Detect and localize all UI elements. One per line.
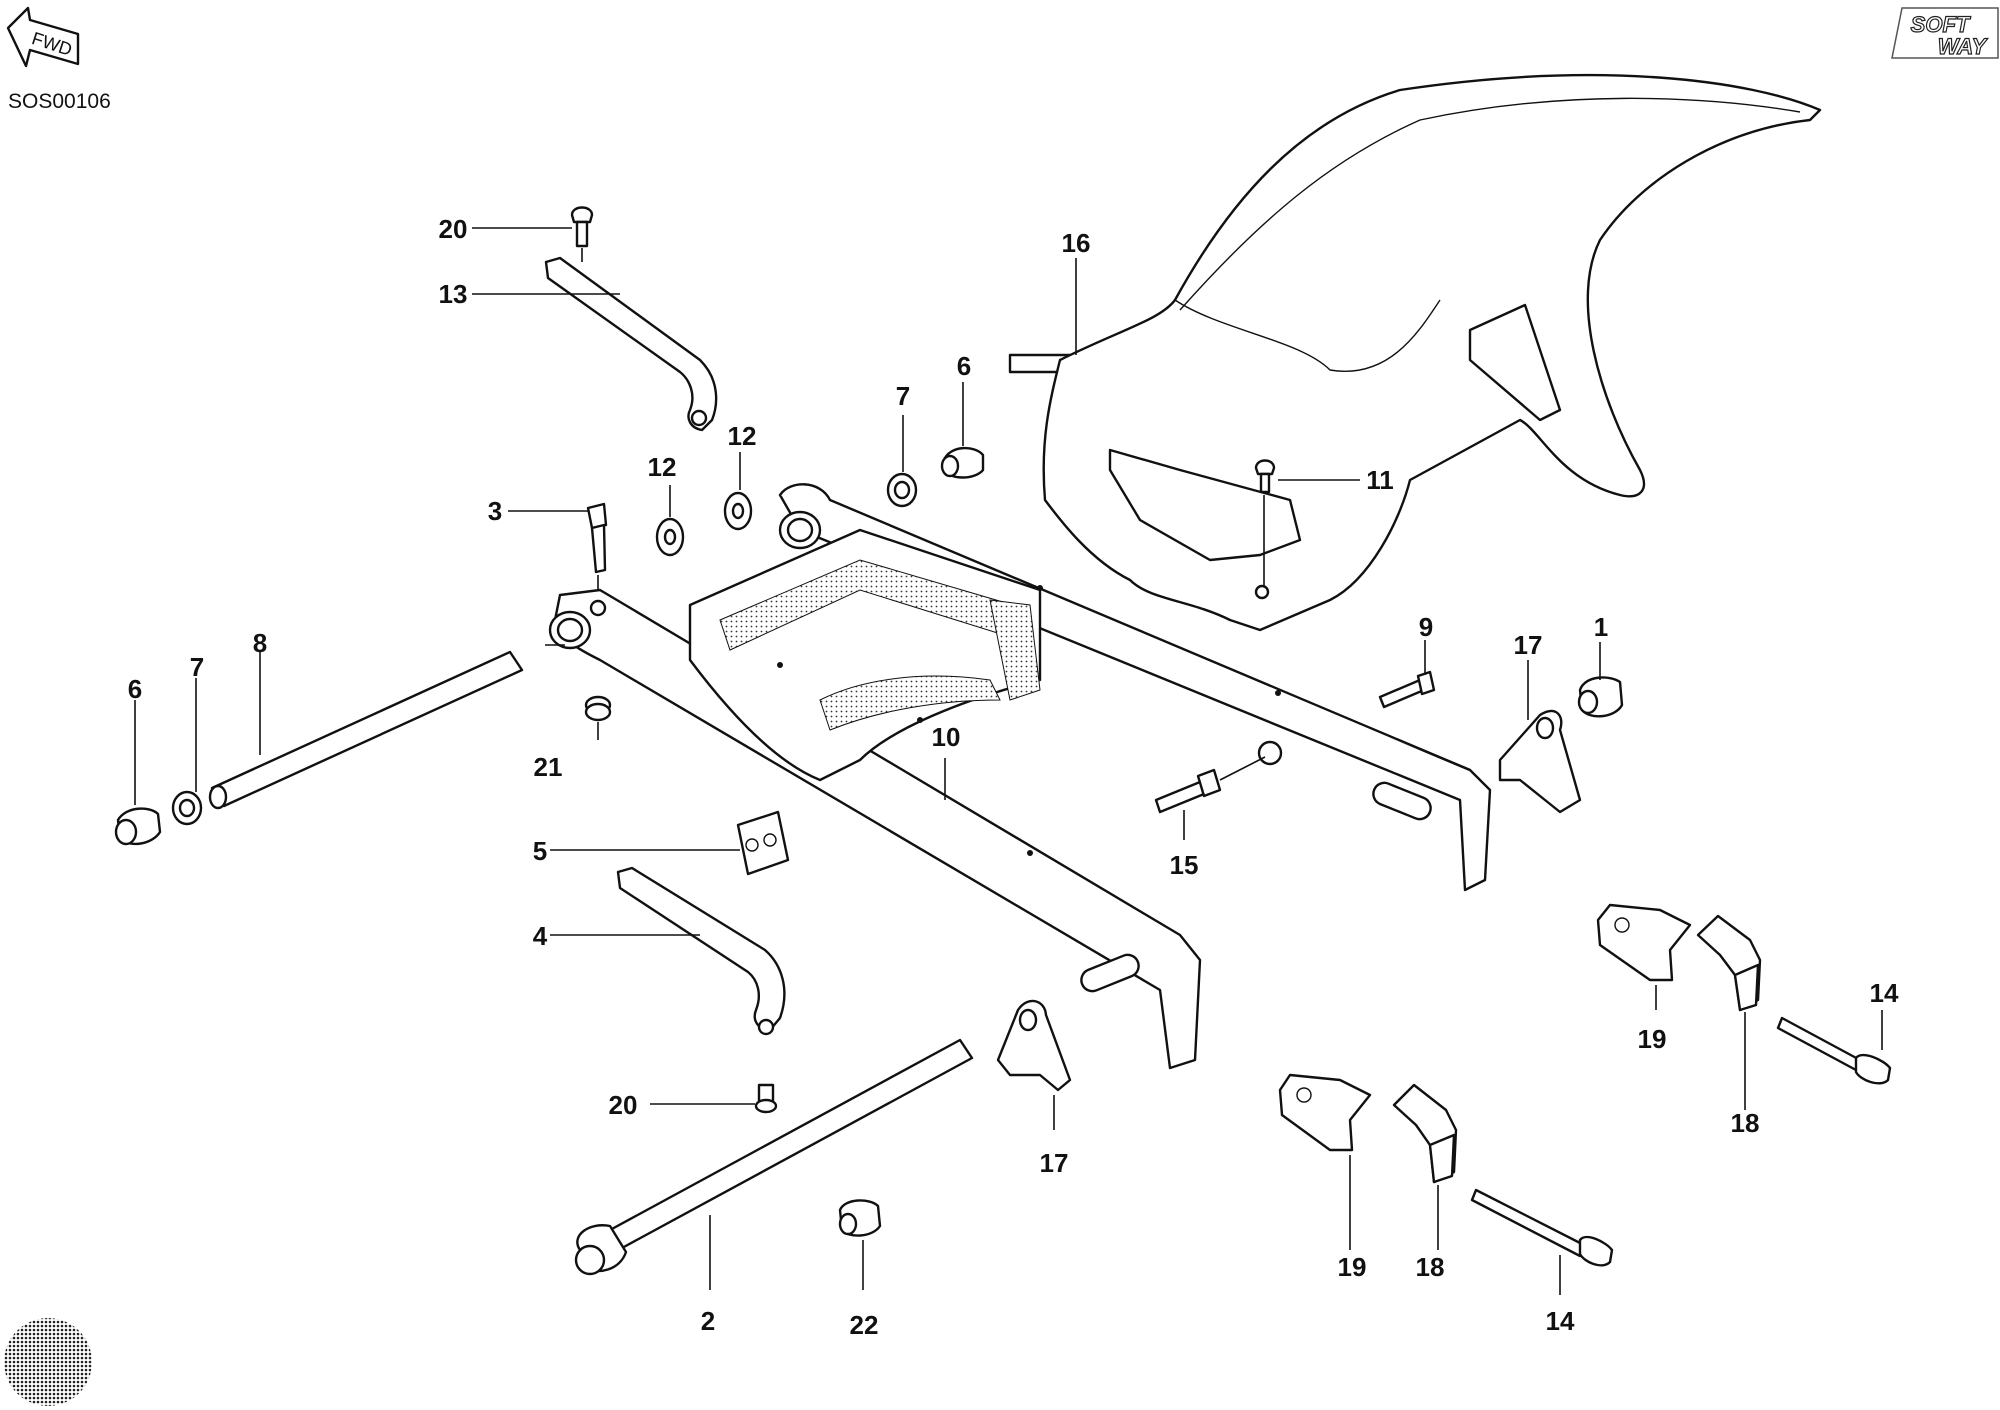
callout-18-right: 18 [1731,1108,1760,1138]
part-21-bushing [584,695,612,722]
callout-12-right: 12 [728,421,757,451]
part-15-stud [1154,768,1222,814]
callout-8: 8 [253,628,267,658]
callout-18-left: 18 [1416,1252,1445,1282]
callout-labels: 20 13 12 12 7 6 16 11 3 8 7 6 21 10 9 17… [128,214,1899,1340]
brand-top: SOFT [1911,12,1971,37]
part-18-block-left [1392,1083,1458,1184]
part-1-bushing [1577,676,1624,718]
part-6-cap-left [114,807,162,846]
part-22-bushing [838,1199,882,1237]
part-8-pivot-shaft [208,650,524,810]
part-9-bolt [1378,670,1436,709]
callout-7-left: 7 [190,652,204,682]
callout-6-left: 6 [128,674,142,704]
callout-16: 16 [1062,228,1091,258]
halftone-circle-icon [4,1318,92,1406]
part-3-bolt [586,502,608,574]
callout-20-bottom: 20 [609,1090,638,1120]
part-20-screw-top [570,206,594,248]
part-17-bracket-left [996,999,1072,1092]
callout-17-right: 17 [1514,630,1543,660]
callout-17-left: 17 [1040,1148,1069,1178]
part-12-washers [655,491,753,557]
callout-13: 13 [439,279,468,309]
callout-14-left: 14 [1546,1306,1575,1336]
part-11-screw [1254,459,1276,494]
part-13-bracket [544,256,718,432]
callout-21: 21 [534,752,563,782]
drawing-code: SOS00106 [8,90,111,113]
part-18-block-right [1696,914,1762,1012]
callout-12-left: 12 [648,452,677,482]
part-10-swing-arm [548,483,1492,1070]
part-19-adjuster-right [1596,903,1692,982]
part-19-adjuster-left [1278,1073,1372,1152]
callout-6-top: 6 [957,351,971,381]
part-7-circlip-left [171,790,203,826]
part-5-block [736,810,790,876]
part-14-bolt-right [1776,1016,1892,1085]
part-7-circlip-top [886,472,918,508]
callout-7-top: 7 [896,381,910,411]
part-4-bracket [616,866,786,1036]
callout-15: 15 [1170,850,1199,880]
callout-4: 4 [533,921,548,951]
part-14-bolt-left [1470,1188,1614,1267]
callout-11: 11 [1366,465,1394,495]
callout-20-top: 20 [439,214,468,244]
callout-22: 22 [850,1310,879,1340]
callout-3: 3 [488,496,502,526]
callout-19-left: 19 [1338,1252,1367,1282]
callout-19-right: 19 [1638,1024,1667,1054]
leader-lines [134,227,1883,1295]
callout-5: 5 [533,836,547,866]
callout-14-right: 14 [1870,978,1899,1008]
callout-9: 9 [1419,612,1433,642]
callout-2: 2 [701,1306,715,1336]
callout-10: 10 [932,722,961,752]
part-2-axle [574,1038,974,1276]
part-6-cap-top [940,446,985,479]
callout-1: 1 [1594,612,1608,642]
part-17-bracket-right [1498,709,1582,814]
part-16-chain-guard [1008,73,1822,632]
part-20-screw-bottom [754,1083,778,1114]
fwd-arrow-icon: FWD [6,6,80,68]
brand-bottom: WAY [1938,34,1989,59]
softway-logo: SOFT WAY [1891,7,1999,60]
